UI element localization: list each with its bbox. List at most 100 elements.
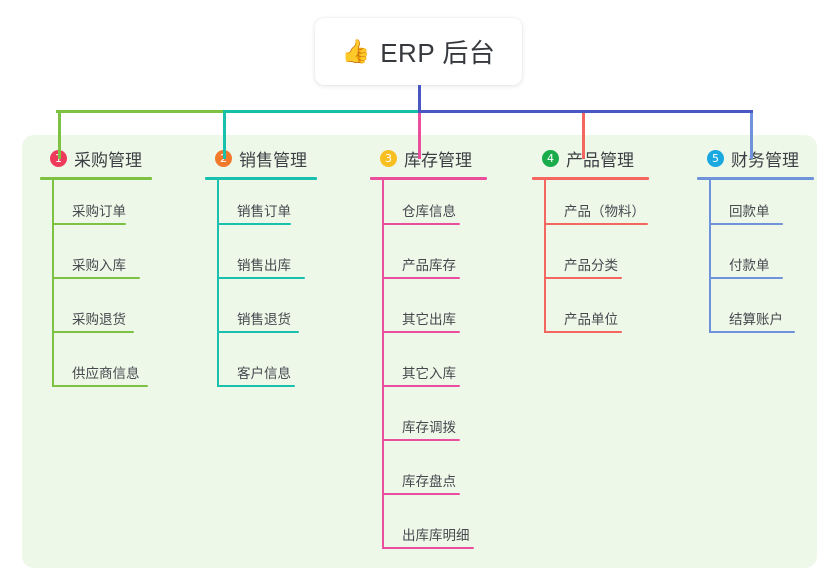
branch-item[interactable]: 产品（物料） — [532, 180, 649, 234]
branch-number-badge: 5 — [707, 149, 724, 167]
branch-header-5[interactable]: 5 财务管理 — [697, 146, 814, 170]
branch-items-4: 产品（物料） 产品分类产品单位 — [532, 180, 649, 342]
branch-item-rule — [52, 331, 134, 333]
branch-item[interactable]: 其它入库 — [370, 342, 487, 396]
drop-line-3 — [418, 110, 421, 159]
branch-item-rule — [544, 331, 622, 333]
branch-item-label: 采购入库 — [72, 258, 126, 273]
branch-item-label: 客户信息 — [237, 366, 291, 381]
branch-items-3: 仓库信息产品库存其它出库其它入库库存调拨库存盘点出库库明细 — [370, 180, 487, 558]
branch-item-label: 出库库明细 — [402, 528, 470, 543]
thumbs-up-icon: 👍 — [341, 38, 371, 64]
branch-item-label: 其它入库 — [402, 366, 456, 381]
branch-item-label: 回款单 — [729, 204, 770, 219]
branch-item-label: 销售订单 — [237, 204, 291, 219]
branch-number-badge: 3 — [380, 149, 397, 167]
branch-title: 库存管理 — [404, 150, 472, 170]
branch-title: 财务管理 — [731, 150, 799, 170]
bus-segment-green — [56, 110, 223, 113]
branch-item-rule — [382, 547, 474, 549]
branch-item-label: 产品分类 — [564, 258, 618, 273]
branch-header-1[interactable]: 1采购管理 — [40, 146, 152, 170]
branch-header-rule — [40, 177, 152, 180]
branch-item-label: 结算账户 — [729, 312, 783, 327]
branch-column-5: 5 财务管理回款单付款单结算账户 — [697, 146, 814, 342]
branch-item-rule — [52, 385, 148, 387]
branch-spine — [217, 180, 219, 387]
branch-item[interactable]: 仓库信息 — [370, 180, 487, 234]
bus-segment-teal — [223, 110, 418, 113]
drop-line-2 — [223, 110, 226, 159]
branch-item-rule — [217, 331, 299, 333]
branch-spine — [544, 180, 546, 333]
bus-segment-indigo — [418, 110, 753, 113]
branch-item[interactable]: 销售出库 — [205, 234, 317, 288]
branch-item[interactable]: 客户信息 — [205, 342, 317, 396]
branch-title: 销售管理 — [239, 150, 307, 170]
branch-title: 采购管理 — [74, 150, 142, 170]
root-node-content: 👍 ERP 后台 — [342, 33, 496, 70]
branch-items-5: 回款单付款单结算账户 — [697, 180, 814, 342]
root-title: ERP 后台 — [380, 38, 496, 68]
branch-item-label: 付款单 — [729, 258, 770, 273]
branch-item[interactable]: 产品库存 — [370, 234, 487, 288]
branch-item-label: 采购退货 — [72, 312, 126, 327]
branch-items-2: 销售订单销售出库销售退货客户信息 — [205, 180, 317, 396]
branch-item[interactable]: 销售退货 — [205, 288, 317, 342]
branches-panel — [22, 135, 817, 568]
branch-item-rule — [709, 223, 783, 225]
branch-header-rule — [697, 177, 814, 180]
branch-header-rule — [532, 177, 649, 180]
branch-item-label: 产品（物料） — [564, 204, 645, 219]
branch-item[interactable]: 付款单 — [697, 234, 814, 288]
branch-item-rule — [217, 277, 305, 279]
branch-item[interactable]: 库存调拨 — [370, 396, 487, 450]
branch-item-label: 库存盘点 — [402, 474, 456, 489]
branch-item[interactable]: 结算账户 — [697, 288, 814, 342]
branch-item[interactable]: 出库库明细 — [370, 504, 487, 558]
branch-item[interactable]: 销售订单 — [205, 180, 317, 234]
branch-header-3[interactable]: 3 库存管理 — [370, 146, 487, 170]
branch-item-label: 销售出库 — [237, 258, 291, 273]
branch-item-label: 采购订单 — [72, 204, 126, 219]
branch-item-rule — [382, 385, 460, 387]
branch-item-rule — [217, 223, 291, 225]
branch-header-2[interactable]: 2销售管理 — [205, 146, 317, 170]
branch-item[interactable]: 采购订单 — [40, 180, 152, 234]
branch-header-rule — [370, 177, 487, 180]
branch-column-1: 1采购管理采购订单采购入库采购退货供应商信息 — [40, 146, 152, 396]
branch-item-rule — [544, 223, 648, 225]
branch-item-label: 库存调拨 — [402, 420, 456, 435]
branch-item[interactable]: 采购退货 — [40, 288, 152, 342]
branch-number-badge: 4 — [542, 149, 559, 167]
branch-item[interactable]: 供应商信息 — [40, 342, 152, 396]
root-trunk-line — [418, 85, 421, 113]
branch-column-2: 2销售管理销售订单销售出库销售退货客户信息 — [205, 146, 317, 396]
branch-item-rule — [217, 385, 295, 387]
branch-item[interactable]: 回款单 — [697, 180, 814, 234]
branch-column-3: 3 库存管理仓库信息产品库存其它出库其它入库库存调拨库存盘点出库库明细 — [370, 146, 487, 558]
root-node-card[interactable]: 👍 ERP 后台 — [315, 18, 522, 85]
branch-spine — [52, 180, 54, 387]
branch-item-rule — [382, 277, 460, 279]
branch-item-rule — [382, 223, 460, 225]
branch-items-1: 采购订单采购入库采购退货供应商信息 — [40, 180, 152, 396]
branch-item-rule — [709, 277, 783, 279]
branch-item-label: 产品单位 — [564, 312, 618, 327]
drop-line-1 — [58, 110, 61, 159]
branch-item[interactable]: 其它出库 — [370, 288, 487, 342]
drop-line-5 — [750, 110, 753, 159]
branch-item-rule — [544, 277, 622, 279]
branch-item[interactable]: 采购入库 — [40, 234, 152, 288]
drop-line-4 — [582, 110, 585, 159]
branch-item[interactable]: 产品单位 — [532, 288, 649, 342]
branch-item-rule — [382, 493, 460, 495]
branch-item-label: 供应商信息 — [72, 366, 140, 381]
branch-item[interactable]: 产品分类 — [532, 234, 649, 288]
branch-item-label: 仓库信息 — [402, 204, 456, 219]
branch-item[interactable]: 库存盘点 — [370, 450, 487, 504]
branch-item-label: 其它出库 — [402, 312, 456, 327]
